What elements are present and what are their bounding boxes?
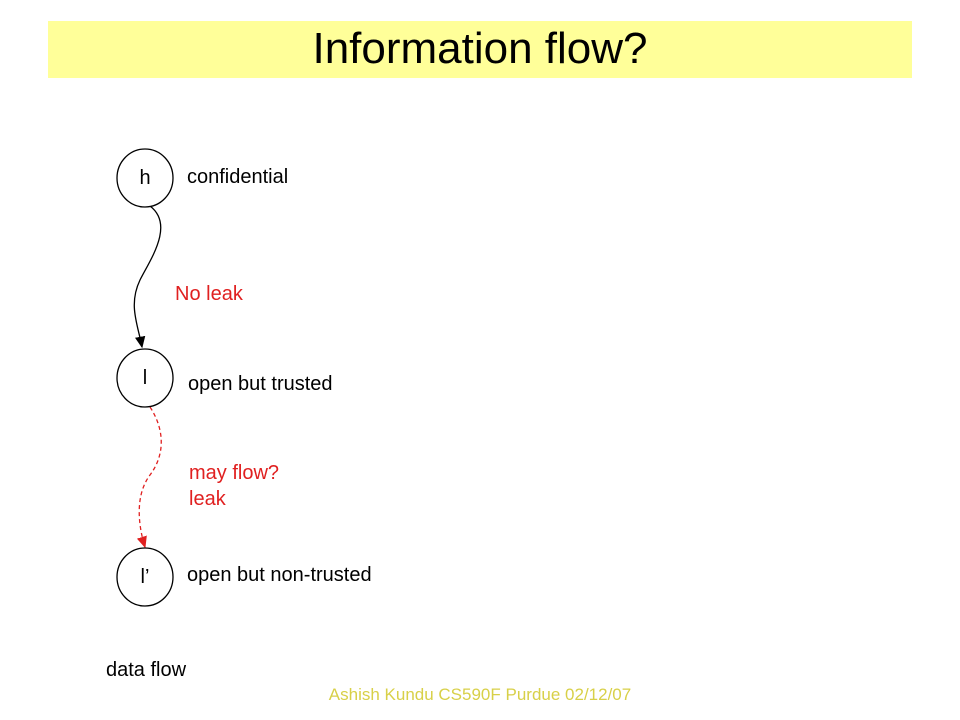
edge-h-to-l-label: No leak: [175, 283, 243, 305]
node-l: [116, 348, 174, 408]
node-l-letter: l: [142, 367, 148, 389]
node-l-label: open but trusted: [188, 373, 333, 395]
node-lprime: [116, 547, 174, 607]
data-flow-legend: data flow: [106, 659, 187, 681]
node-h-label: confidential: [187, 166, 289, 188]
node-h: [116, 148, 174, 208]
slide-title: Information flow?: [312, 24, 648, 73]
node-h-letter: h: [139, 167, 151, 189]
edge-l-to-lprime-label-line1: may flow?: [189, 462, 280, 484]
node-lprime-letter: l’: [140, 566, 150, 588]
slide-footer: Ashish Kundu CS590F Purdue 02/12/07: [328, 685, 632, 704]
node-lprime-label: open but non-trusted: [187, 564, 372, 586]
edge-l-to-lprime: [136, 406, 162, 549]
title-banner: Information flow?: [48, 21, 912, 78]
edge-l-to-lprime-label-line2: leak: [189, 488, 226, 510]
edge-h-to-l: [133, 205, 162, 349]
